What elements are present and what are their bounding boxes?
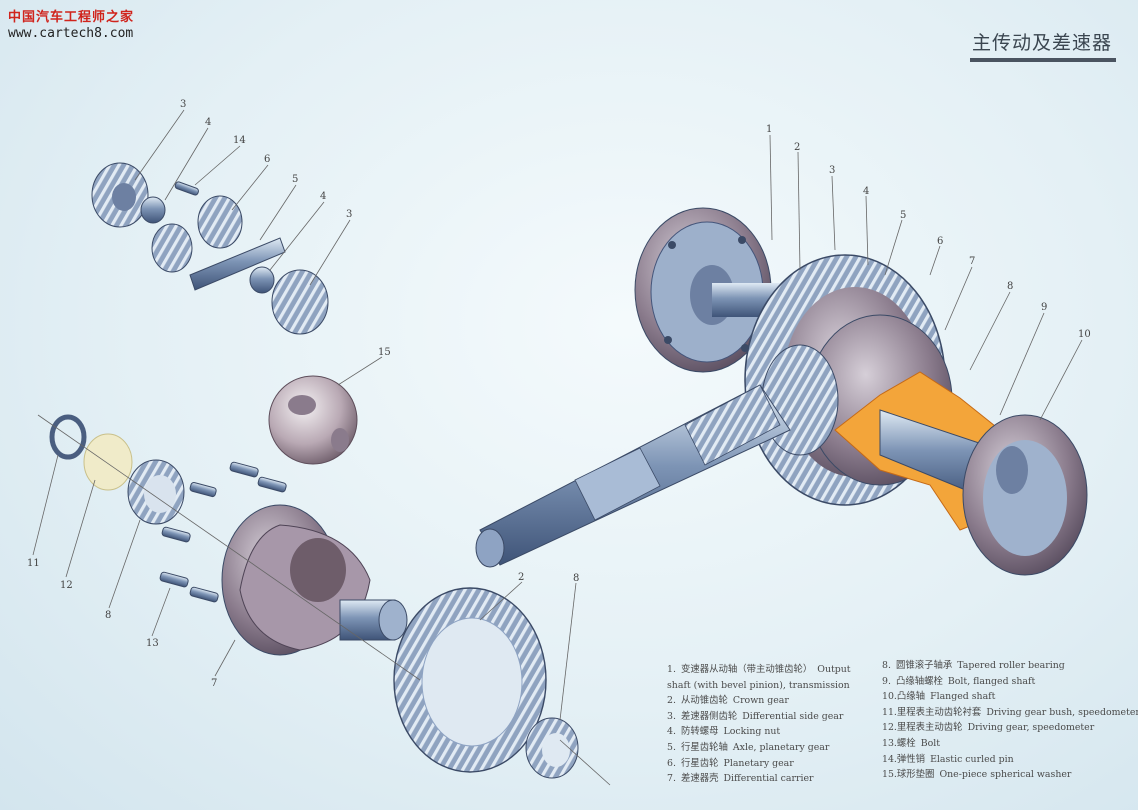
callout-exploded-7: 7	[211, 678, 217, 689]
callout-exploded-3a: 3	[180, 99, 186, 110]
callout-assembly-6: 6	[937, 236, 943, 247]
watermark-site-name: 中国汽车工程师之家	[8, 10, 135, 25]
callout-exploded-15: 15	[378, 347, 391, 358]
callout-assembly-8: 8	[1007, 281, 1013, 292]
title-underline	[970, 58, 1116, 62]
flanged-shaft-right	[879, 409, 1088, 576]
callout-exploded-8b: 8	[573, 573, 579, 584]
callout-assembly-7: 7	[969, 256, 975, 267]
speedometer-driving-gear	[83, 433, 133, 491]
callout-exploded-6: 6	[264, 154, 270, 165]
callout-leaders	[32, 109, 1083, 786]
planetary-axle	[189, 237, 286, 291]
callout-assembly-10: 10	[1078, 329, 1091, 340]
callout-exploded-13: 13	[146, 638, 159, 649]
crown-gear	[393, 587, 547, 773]
watermark-url: www.cartech8.com	[8, 26, 134, 41]
callout-exploded-4a: 4	[205, 117, 211, 128]
callout-exploded-8a: 8	[105, 610, 111, 621]
callout-assembly-5: 5	[900, 210, 906, 221]
flanged-shaft-left	[634, 207, 782, 373]
exploded-parts	[49, 162, 579, 779]
output-shaft	[475, 384, 791, 568]
callout-exploded-5: 5	[292, 174, 298, 185]
elastic-pin	[174, 181, 199, 196]
callout-exploded-2: 2	[518, 572, 524, 583]
bolts	[159, 461, 287, 603]
callout-numbers: 1 2 3 4 5 6 7 8 9 10 3 4 14 6 5 4 3 15 1…	[27, 99, 1091, 689]
side-gear-lower	[271, 269, 329, 335]
callout-exploded-4b: 4	[320, 191, 326, 202]
differential-carrier	[221, 504, 408, 656]
page-title: 主传动及差速器	[971, 32, 1112, 54]
callout-exploded-12: 12	[60, 580, 73, 591]
bevel-pinion	[761, 344, 839, 456]
watermark: 中国汽车工程师之家 www.cartech8.com	[8, 6, 134, 41]
tapered-roller-bearing-lower	[525, 717, 579, 779]
planetary-gear-lower	[151, 223, 193, 273]
assembled-main-drive	[475, 207, 1088, 576]
callout-assembly-2: 2	[794, 142, 800, 153]
callout-exploded-3b: 3	[346, 209, 352, 220]
planetary-gear-upper	[197, 195, 243, 249]
legend-left: 1.变速器从动轴（带主动锥齿轮）Output shaft (with bevel…	[667, 662, 877, 787]
callout-exploded-11: 11	[27, 558, 40, 569]
callout-exploded-14: 14	[233, 135, 246, 146]
callout-assembly-9: 9	[1041, 302, 1047, 313]
legend-item-1: 1.变速器从动轴（带主动锥齿轮）Output shaft (with bevel…	[667, 664, 851, 691]
locking-nut-top	[140, 196, 166, 224]
spherical-washer	[268, 375, 358, 465]
locking-nut-lower	[249, 266, 275, 294]
callout-assembly-3: 3	[829, 165, 835, 176]
callout-assembly-4: 4	[863, 186, 869, 197]
driving-gear-bush	[49, 414, 87, 460]
callout-assembly-1: 1	[766, 124, 772, 135]
side-gear-top	[91, 162, 149, 228]
bearing-bore	[144, 475, 176, 513]
